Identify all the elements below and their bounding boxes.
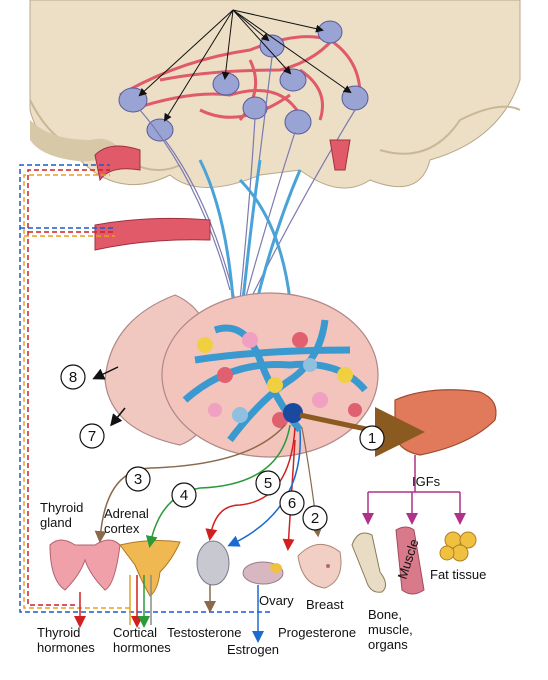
line-5 bbox=[205, 427, 296, 541]
marker-5: 5 bbox=[264, 475, 272, 492]
portal-outlet bbox=[283, 403, 303, 423]
number-markers bbox=[60, 364, 385, 531]
marker-8: 8 bbox=[69, 369, 77, 386]
marker-1: 1 bbox=[368, 430, 376, 447]
marker-4: 4 bbox=[180, 487, 188, 504]
label-adrenal-cortex-line1: Adrenal bbox=[104, 506, 149, 521]
marker-3: 3 bbox=[134, 471, 142, 488]
line-4 bbox=[145, 424, 291, 548]
marker-7: 7 bbox=[88, 428, 96, 445]
adrenal-cortex-icon bbox=[119, 540, 181, 597]
label-thyroid-gland-line1: Thyroid bbox=[40, 500, 83, 515]
thyroid-gland-icon bbox=[49, 539, 121, 591]
marker-2: 2 bbox=[311, 510, 319, 527]
label-adrenal-cortex-line2: cortex bbox=[104, 521, 140, 536]
fat-tissue-icon bbox=[439, 531, 477, 562]
label-igfs: IGFs bbox=[412, 474, 441, 489]
label-thyroid-hormones-line1: Thyroid bbox=[37, 625, 80, 640]
label-bone-line1: Bone, bbox=[368, 607, 402, 622]
label-progesterone: Progesterone bbox=[278, 625, 356, 640]
testis-icon bbox=[196, 540, 230, 586]
label-cortical-hormones-line2: hormones bbox=[113, 640, 171, 655]
label-thyroid-gland-line2: gland bbox=[40, 515, 72, 530]
label-estrogen: Estrogen bbox=[227, 642, 279, 657]
output-hormone-arrows bbox=[74, 575, 264, 643]
label-bone-line3: organs bbox=[368, 637, 408, 652]
label-breast: Breast bbox=[306, 597, 344, 612]
feedback-dashed-lines bbox=[19, 164, 270, 613]
anterior-pituitary bbox=[161, 292, 379, 458]
label-testosterone: Testosterone bbox=[167, 625, 241, 640]
breast-icon bbox=[297, 544, 342, 589]
line-3 bbox=[94, 424, 286, 543]
label-fat-tissue: Fat tissue bbox=[430, 567, 486, 582]
neuron-pointer-arrows bbox=[138, 9, 352, 122]
follicle-icon bbox=[270, 563, 282, 573]
muscle-icon bbox=[395, 526, 425, 595]
arrow-8 bbox=[92, 366, 119, 380]
bone-icon bbox=[351, 532, 386, 593]
liver-icon bbox=[394, 389, 497, 456]
hypophyseal-arteries bbox=[94, 139, 351, 251]
arrow-7 bbox=[110, 407, 126, 427]
label-thyroid-hormones-line2: hormones bbox=[37, 640, 95, 655]
label-cortical-hormones-line1: Cortical bbox=[113, 625, 157, 640]
label-ovary: Ovary bbox=[259, 593, 294, 608]
label-bone-line2: muscle, bbox=[368, 622, 413, 637]
marker-6: 6 bbox=[288, 495, 296, 512]
igf-arrows bbox=[362, 455, 466, 525]
secretory-cells bbox=[197, 332, 362, 428]
